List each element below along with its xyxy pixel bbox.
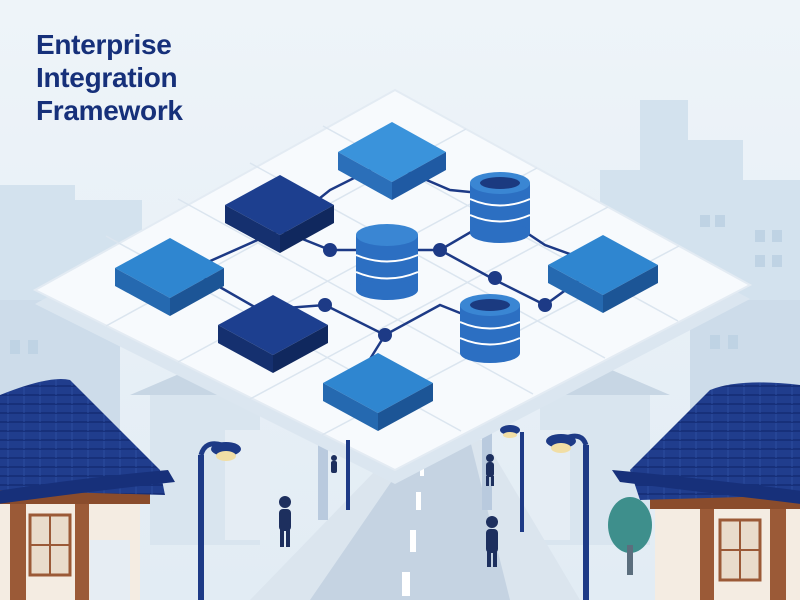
connector-node xyxy=(318,298,332,312)
title-line-1: Enterprise xyxy=(36,29,172,60)
connector-node xyxy=(433,243,447,257)
service-block-navy xyxy=(225,175,334,253)
service-block-navy-lower xyxy=(218,295,328,373)
service-block-bottom xyxy=(323,353,433,431)
connector-node xyxy=(378,328,392,342)
street-lamp-icon xyxy=(198,441,241,600)
connector-nodes xyxy=(318,243,552,342)
database-icon xyxy=(355,224,419,300)
service-block-right xyxy=(548,235,658,313)
hanok-house-left xyxy=(0,379,175,600)
service-block-left xyxy=(115,238,224,316)
page-title: Enterprise Integration Framework xyxy=(36,28,183,127)
person-icon xyxy=(486,454,494,486)
building-windows xyxy=(10,215,782,354)
database-icon xyxy=(459,294,521,363)
service-block-top xyxy=(338,122,446,200)
connector-node xyxy=(323,243,337,257)
person-icon xyxy=(279,496,291,547)
title-line-2: Integration xyxy=(36,62,178,93)
road xyxy=(250,440,580,600)
title-line-3: Framework xyxy=(36,95,183,126)
person-icon xyxy=(486,516,498,567)
hanok-house-right xyxy=(608,382,800,600)
person-icon xyxy=(331,455,337,473)
street-lamp-icon xyxy=(346,440,350,510)
street-lamp-icon xyxy=(546,433,589,600)
connector-node xyxy=(488,271,502,285)
database-icon xyxy=(469,172,531,243)
connector-node xyxy=(538,298,552,312)
street-lamp-icon xyxy=(500,425,524,532)
